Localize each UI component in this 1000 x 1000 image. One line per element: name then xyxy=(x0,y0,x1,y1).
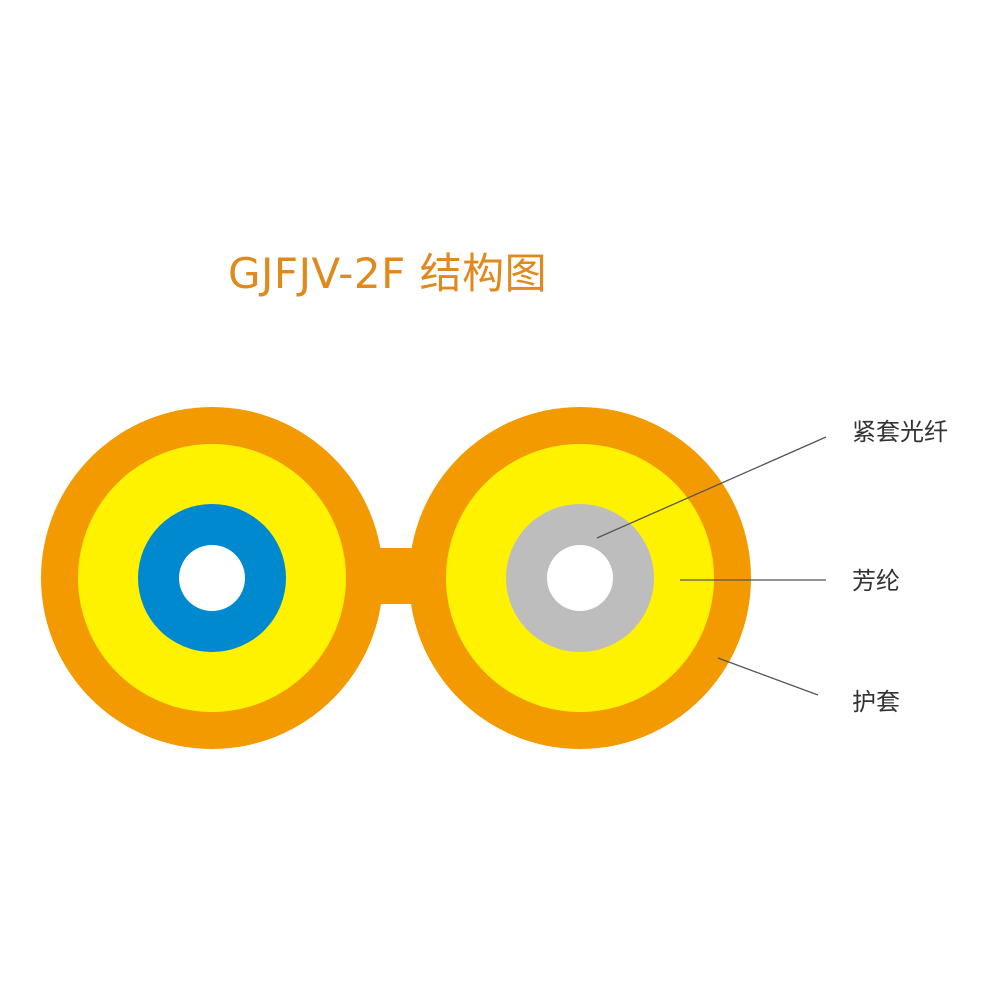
leader-line-jacket xyxy=(717,657,819,696)
left-fiber-core xyxy=(179,545,245,611)
leader-line-tight-buffered-fiber xyxy=(596,436,827,539)
left-fiber-unit xyxy=(41,407,383,749)
label-aramid-yarn: 芳纶 xyxy=(852,567,900,595)
label-tight-buffered-fiber: 紧套光纤 xyxy=(852,418,948,446)
page-title: GJFJV-2F 结构图 xyxy=(228,249,548,298)
right-fiber-unit xyxy=(409,407,751,749)
label-jacket: 护套 xyxy=(852,688,900,716)
right-fiber-core xyxy=(547,545,613,611)
